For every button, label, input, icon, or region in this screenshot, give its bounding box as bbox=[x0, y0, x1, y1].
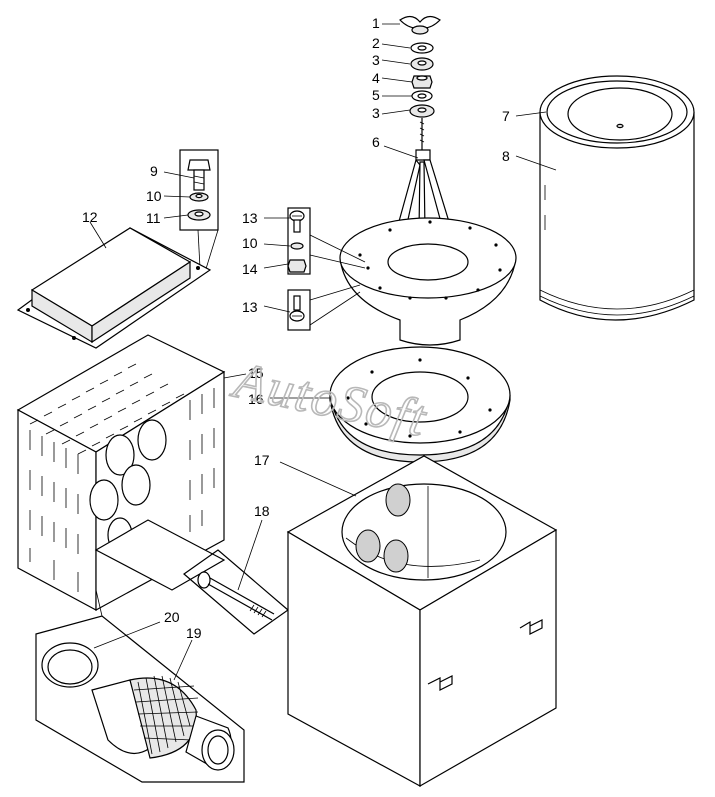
washer-3-lower bbox=[409, 104, 435, 118]
washer-5 bbox=[411, 90, 433, 102]
long-bolt-frame bbox=[183, 549, 289, 635]
callout-13-lower: 13 bbox=[242, 299, 258, 315]
housing-box bbox=[286, 455, 558, 788]
perforated-box bbox=[16, 334, 226, 612]
callout-4: 4 bbox=[372, 70, 380, 86]
callout-20: 20 bbox=[164, 609, 180, 625]
wing-nut bbox=[399, 15, 441, 35]
seal-ring-20 bbox=[41, 642, 99, 688]
callout-9: 9 bbox=[150, 163, 158, 179]
inlet-cone-19 bbox=[91, 675, 235, 771]
callout-2: 2 bbox=[372, 35, 380, 51]
callout-3-lower: 3 bbox=[372, 105, 380, 121]
callout-17: 17 bbox=[254, 452, 270, 468]
leader-lines bbox=[89, 23, 557, 681]
callout-10-upper: 10 bbox=[146, 188, 162, 204]
callout-11: 11 bbox=[146, 210, 161, 226]
callout-19: 19 bbox=[186, 625, 202, 641]
nut-4 bbox=[411, 75, 433, 89]
washer-2 bbox=[410, 42, 434, 54]
callout-13-upper: 13 bbox=[242, 210, 258, 226]
callout-5: 5 bbox=[372, 87, 380, 103]
washer-3-upper bbox=[410, 57, 434, 71]
callout-1: 1 bbox=[372, 15, 380, 31]
inlet-assembly-frame bbox=[35, 589, 245, 783]
cover-plate bbox=[16, 227, 212, 349]
callout-18: 18 bbox=[254, 503, 270, 519]
callout-16: 16 bbox=[248, 391, 264, 407]
bolt-stack-frame bbox=[179, 149, 219, 273]
callout-14: 14 bbox=[242, 261, 258, 277]
bolt-13-lower bbox=[287, 284, 361, 331]
callouts: 1 2 3 4 5 3 6 7 8 9 10 11 12 13 10 14 13… bbox=[82, 15, 510, 641]
callout-8: 8 bbox=[502, 148, 510, 164]
callout-3-upper: 3 bbox=[372, 52, 380, 68]
callout-10-lower: 10 bbox=[242, 235, 258, 251]
callout-12: 12 bbox=[82, 209, 98, 225]
callout-15: 15 bbox=[248, 365, 264, 381]
callout-6: 6 bbox=[372, 134, 380, 150]
bolt-stack-13-14 bbox=[287, 207, 366, 275]
callout-7: 7 bbox=[502, 108, 510, 124]
gasket-ring bbox=[329, 346, 511, 463]
filter-cartridge bbox=[539, 75, 695, 321]
filter-flange-base bbox=[339, 217, 517, 346]
